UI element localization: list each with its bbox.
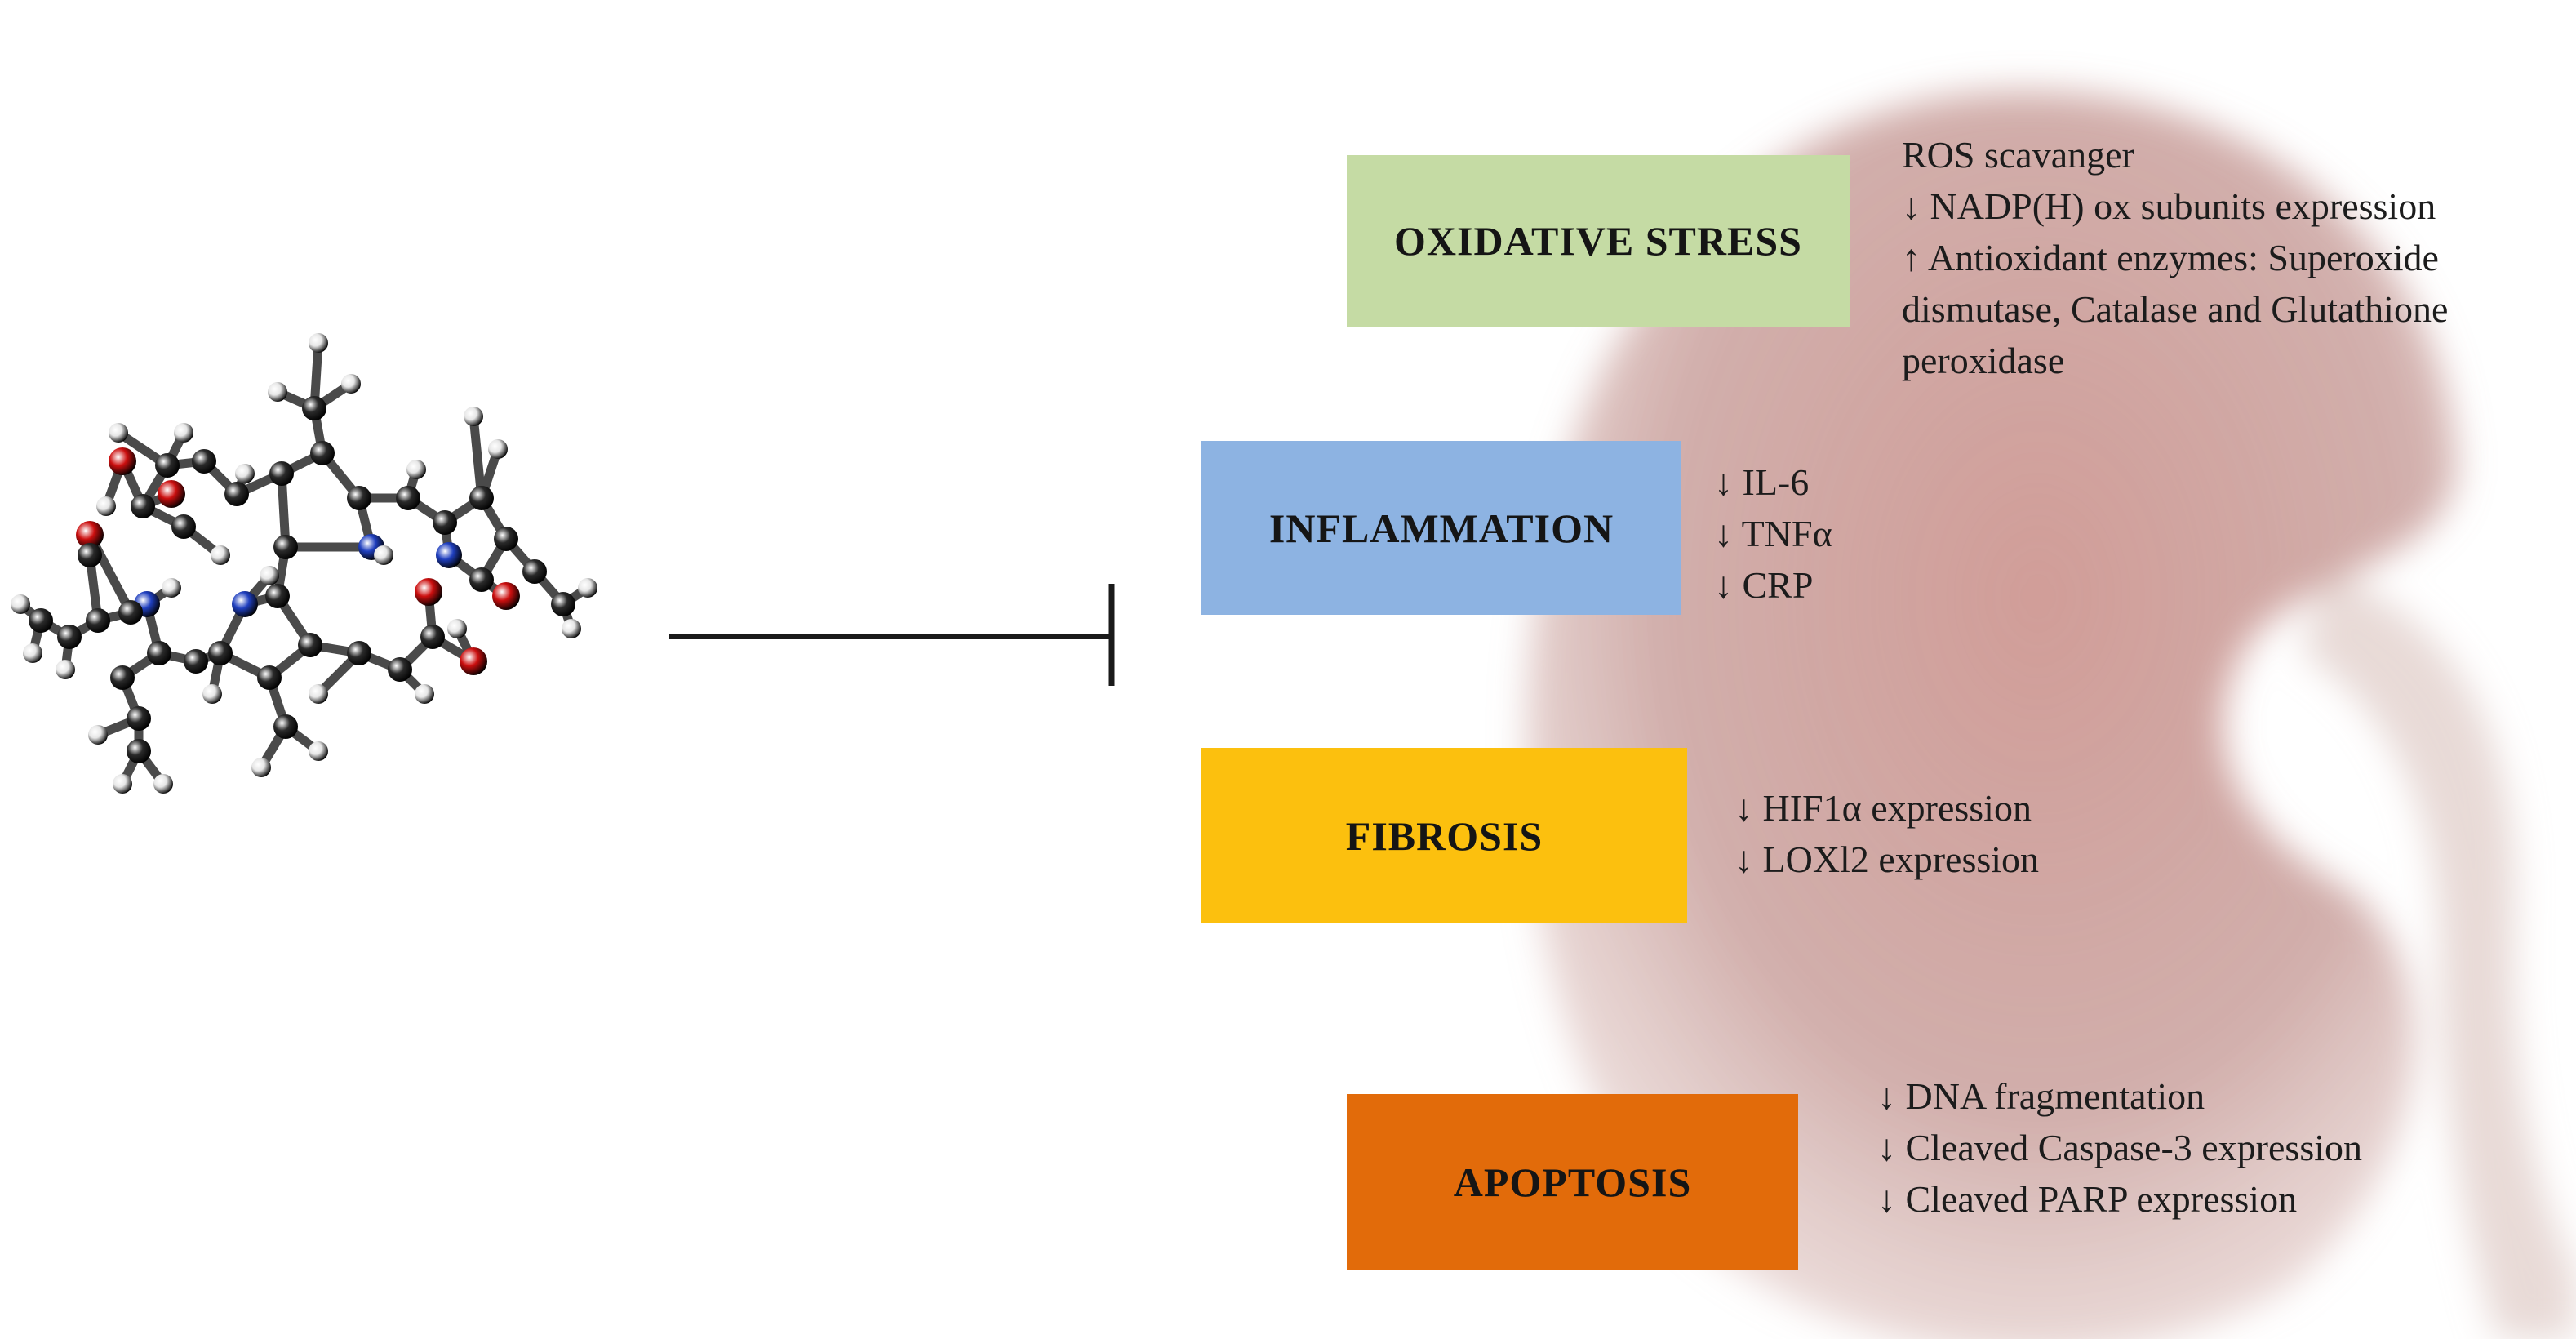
carbon-atom: [127, 739, 151, 763]
kidney-shape: [1526, 91, 2458, 1339]
carbon-atom: [78, 543, 102, 567]
hydrogen-atom: [109, 423, 128, 443]
carbon-atom: [522, 559, 547, 584]
apoptosis-box: APOPTOSIS: [1347, 1094, 1798, 1270]
hydrogen-atom: [447, 619, 467, 638]
carbon-atom: [257, 665, 282, 690]
carbon-atom: [469, 486, 494, 510]
effect-item: ↓ Cleaved PARP expression: [1877, 1178, 2298, 1220]
hydrogen-atom: [406, 460, 426, 479]
effect-item: ↓ CRP: [1714, 564, 1814, 606]
carbon-atom: [347, 486, 371, 510]
hydrogen-atom: [88, 725, 108, 745]
hydrogen-atom: [309, 741, 328, 761]
hydrogen-atom: [202, 684, 222, 704]
molecule-bond: [277, 469, 291, 552]
hydrogen-atom: [415, 684, 434, 704]
hydrogen-atom: [211, 545, 230, 565]
effect-item: ↓ DNA fragmentation: [1877, 1075, 2205, 1117]
hydrogen-atom: [260, 566, 279, 585]
hydrogen-atom: [23, 643, 42, 663]
effect-item: ROS scavanger: [1902, 134, 2134, 176]
effect-item: ↓ HIF1α expression: [1734, 787, 2032, 829]
carbon-atom: [147, 641, 171, 665]
carbon-atom: [269, 461, 294, 486]
hydrogen-atom: [96, 496, 116, 516]
carbon-atom: [208, 641, 233, 665]
molecule-icon: [11, 333, 597, 794]
carbon-atom: [433, 510, 457, 535]
carbon-atom: [310, 441, 335, 465]
carbon-atom: [388, 657, 412, 682]
effect-item: ↑ Antioxidant enzymes: Superoxide dismut…: [1902, 237, 2449, 381]
oxidative-stress-effects: ROS scavanger ↓ NADP(H) ox subunits expr…: [1902, 129, 2555, 386]
hydrogen-atom: [113, 774, 132, 794]
apoptosis-effects: ↓ DNA fragmentation ↓ Cleaved Caspase-3 …: [1877, 1070, 2547, 1225]
hydrogen-atom: [11, 594, 30, 614]
carbon-atom: [469, 567, 494, 592]
hydrogen-atom: [309, 684, 328, 704]
carbon-atom: [396, 486, 420, 510]
carbon-atom: [29, 608, 53, 633]
carbon-atom: [224, 482, 249, 506]
carbon-atom: [273, 535, 298, 559]
carbon-atom: [265, 584, 290, 608]
oxygen-atom: [492, 582, 520, 610]
inflammation-effects: ↓ IL-6 ↓ TNFα ↓ CRP: [1714, 456, 2204, 611]
inflammation-box: INFLAMMATION: [1201, 441, 1681, 615]
carbon-atom: [302, 396, 326, 420]
kidney-ureter: [2302, 572, 2576, 1339]
carbon-atom: [171, 514, 196, 539]
hydrogen-atom: [162, 578, 181, 598]
carbon-atom: [118, 600, 143, 625]
carbon-atom: [420, 625, 445, 649]
carbon-atom: [192, 449, 216, 474]
hydrogen-atom: [268, 382, 287, 402]
carbon-atom: [298, 633, 322, 657]
hydrogen-atom: [309, 333, 328, 353]
carbon-atom: [155, 453, 180, 478]
carbon-atom: [347, 641, 371, 665]
nitrogen-atom: [436, 542, 462, 568]
hydrogen-atom: [251, 758, 271, 777]
hydrogen-atom: [464, 407, 483, 426]
molecule-bond: [469, 411, 486, 503]
effect-item: ↓ Cleaved Caspase-3 expression: [1877, 1127, 2363, 1168]
oxygen-atom: [158, 480, 185, 508]
carbon-atom: [273, 714, 298, 739]
effect-item: ↓ IL-6: [1714, 461, 1810, 503]
hydrogen-atom: [374, 545, 393, 565]
hydrogen-atom: [488, 439, 508, 459]
hydrogen-atom: [153, 774, 173, 794]
hydrogen-atom: [562, 619, 581, 638]
carbon-atom: [57, 625, 82, 649]
hydrogen-atom: [341, 374, 361, 394]
oxygen-atom: [109, 447, 136, 475]
effect-item: ↓ LOXl2 expression: [1734, 839, 2040, 880]
carbon-atom: [494, 527, 518, 551]
carbon-atom: [127, 706, 151, 731]
oxygen-atom: [415, 578, 442, 606]
carbon-atom: [184, 649, 208, 674]
fibrosis-box: FIBROSIS: [1201, 748, 1687, 923]
hydrogen-atom: [174, 423, 193, 443]
hydrogen-atom: [235, 464, 255, 483]
carbon-atom: [110, 665, 135, 690]
carbon-atom: [86, 608, 110, 633]
carbon-atom: [551, 592, 575, 616]
oxygen-atom: [460, 647, 487, 675]
hydrogen-atom: [578, 578, 597, 598]
effect-item: ↓ NADP(H) ox subunits expression: [1902, 185, 2436, 227]
carbon-atom: [131, 494, 155, 518]
nitrogen-atom: [232, 591, 258, 617]
oxygen-atom: [76, 521, 104, 549]
effect-item: ↓ TNFα: [1714, 513, 1832, 554]
fibrosis-effects: ↓ HIF1α expression ↓ LOXl2 expression: [1734, 782, 2387, 885]
hydrogen-atom: [56, 660, 75, 679]
inhibition-arrow: [669, 584, 1115, 686]
oxidative-stress-box: OXIDATIVE STRESS: [1347, 155, 1850, 327]
